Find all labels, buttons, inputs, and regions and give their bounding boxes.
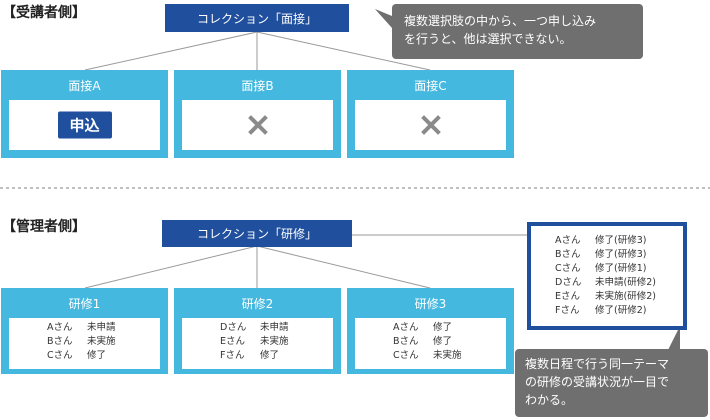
attendee-status: 修了 [87,350,107,361]
list-item: Cさん 修了 [47,349,160,363]
list-item: Eさん 未実施 [220,335,333,349]
top-callout: 複数選択肢の中から、一つ申し込み を行うと、他は選択できない。 [392,4,643,59]
list-item: Bさん 修了(研修3) [555,248,683,262]
attendee-status: 修了 [260,350,280,361]
attendee-status: 未実施 [87,336,116,347]
interview-card-c: 面接C [347,70,514,158]
training-card-3: 研修3 Aさん修了 Bさん修了 Cさん未実施 [347,288,514,374]
card-body [355,100,506,150]
attendee-list: Aさん修了 Bさん修了 Cさん未実施 [355,318,506,369]
attendee-name: Cさん [393,350,419,361]
attendee-name: Fさん [220,350,245,361]
card-body: 申込 [9,100,160,150]
interview-card-a: 面接A 申込 [1,70,168,158]
attendee-name: Cさん [555,263,581,274]
list-item: Eさん 未実施(研修2) [555,290,683,304]
training-card-1: 研修1 Aさん 未申請 Bさん 未実施 Cさん 修了 [1,288,168,374]
card-title: 面接C [414,78,447,93]
attendee-status: 未実施 [433,350,462,361]
student-section-title: 【受講者側】 [2,5,86,21]
training-collection-node: コレクション「研修」 [162,220,352,247]
attendee-list: Dさん 未申請 Eさん 未実施 Fさん 修了 [182,318,333,369]
attendee-name: Cさん [47,350,73,361]
list-item: Aさん 未申請 [47,321,160,335]
top-callout-line: を行うと、他は選択できない。 [404,32,572,46]
attendee-list: Aさん 未申請 Bさん 未実施 Cさん 修了 [9,318,160,369]
attendee-status: 未申請 [87,322,116,333]
list-item: Dさん 未申請 [220,321,333,335]
list-item: Aさん 修了(研修3) [555,234,683,248]
admin-section-title: 【管理者側】 [2,219,86,235]
attendee-status: 修了(研修1) [595,263,647,274]
list-item: Fさん 修了(研修2) [555,304,683,318]
training-card-2: 研修2 Dさん 未申請 Eさん 未実施 Fさん 修了 [174,288,341,374]
attendee-status: 修了(研修2) [595,305,647,316]
card-body [182,100,333,150]
card-title: 面接B [241,78,274,93]
attendee-status: 修了(研修3) [595,249,647,260]
top-callout-tail [375,9,392,28]
attendee-name: Bさん [47,336,73,347]
attendee-status: 未実施(研修2) [595,291,656,302]
bottom-callout-line: の研修の受講状況が一目で [525,375,670,389]
attendee-status: 修了 [433,322,453,333]
attendee-name: Dさん [555,277,582,288]
attendee-name: Aさん [555,235,581,246]
list-item: Dさん 未申請(研修2) [555,276,683,290]
interview-card-b: 面接B [174,70,341,158]
bottom-callout: 複数日程で行う同一テーマ の研修の受講状況が一目で わかる。 [515,349,708,417]
attendee-name: Aさん [393,322,419,333]
apply-button[interactable]: 申込 [57,111,112,139]
cross-icon [247,115,268,135]
attendee-status: 未実施 [260,336,289,347]
attendee-name: Fさん [555,305,580,316]
list-item: Cさん 未実施 [393,349,506,363]
bottom-callout-line: わかる。 [525,393,574,407]
list-item: Fさん 修了 [220,349,333,363]
card-title: 研修3 [414,296,447,311]
attendee-status: 修了 [433,336,453,347]
attendee-status: 未申請(研修2) [595,277,656,288]
interview-collection-node: コレクション「面接」 [165,4,349,32]
top-callout-line: 複数選択肢の中から、一つ申し込み [404,14,597,28]
list-item: Cさん 修了(研修1) [555,262,683,276]
card-title: 研修2 [241,296,274,311]
attendee-name: Aさん [47,322,73,333]
list-item: Bさん 修了 [393,335,506,349]
cross-icon [420,115,441,135]
bottom-callout-line: 複数日程で行う同一テーマ [525,357,670,371]
attendee-status: 修了(研修3) [595,235,647,246]
attendee-name: Dさん [220,322,247,333]
card-title: 面接A [68,78,101,93]
attendee-status: 未申請 [260,322,289,333]
attendee-name: Eさん [220,336,246,347]
list-item: Bさん 未実施 [47,335,160,349]
list-item: Aさん 修了 [393,321,506,335]
card-title: 研修1 [68,296,101,311]
attendee-name: Bさん [393,336,419,347]
bottom-callout-tail [668,326,680,350]
attendee-name: Eさん [555,291,581,302]
attendee-name: Bさん [555,249,581,260]
status-summary-box: Aさん修了(研修3) Bさん修了(研修3) Cさん修了(研修1) Dさん未申請(… [527,222,687,330]
